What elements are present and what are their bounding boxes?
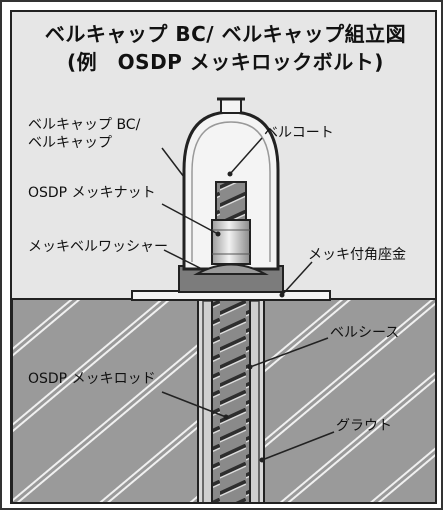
leader-dots: [215, 171, 285, 463]
label-bell-cap: ベルキャップ BC/ ベルキャップ: [28, 117, 141, 151]
cap-top-knob: [220, 98, 242, 114]
leader-lines: [161, 137, 335, 461]
label-bell-coat: ベルコート: [264, 125, 334, 141]
threaded-rod-top: [215, 181, 247, 221]
nut: [211, 219, 251, 265]
assembly-drawing: [12, 97, 435, 502]
label-grout: グラウト: [336, 418, 392, 434]
label-bell-sheath: ベルシース: [330, 325, 400, 341]
label-angle-washer: メッキ付角座金: [308, 247, 406, 263]
label-nut: OSDP メッキナット: [28, 185, 156, 201]
label-washer: メッキベルワッシャー: [28, 239, 168, 255]
threaded-rod: [211, 273, 251, 502]
diagram-title-line-1: ベルキャップ BC/ ベルキャップ組立図: [44, 22, 407, 46]
label-rod: OSDP メッキロッド: [28, 371, 156, 387]
diagram-panel: ベルキャップ BC/ ベルキャップ組立図 (例 OSDP メッキロックボルト): [10, 10, 437, 504]
diagram-title-line-2: (例 OSDP メッキロックボルト): [67, 50, 384, 74]
